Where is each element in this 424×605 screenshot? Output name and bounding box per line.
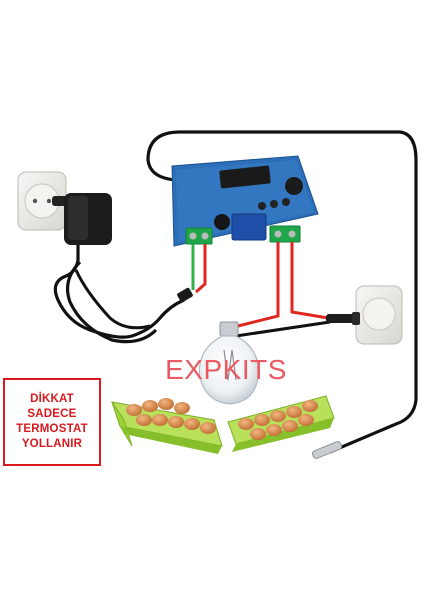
red-wire-plug [290,242,329,320]
brand-watermark: EXPKITS [165,354,287,385]
notice-line: YOLLANIR [21,438,83,450]
red-wire-adapter [195,244,207,294]
power-adapter-icon [52,193,193,344]
notice-line: DİKKAT [30,393,74,405]
egg-tray-icon [111,398,223,454]
egg-tray-icon [227,395,335,452]
notice-box: DİKKAT SADECE TERMOSTAT YOLLANIR [3,378,101,466]
notice-line: SADECE [27,408,77,420]
light-bulb-icon [198,321,260,405]
black-wire-lamp [235,320,331,338]
wall-socket-icon [326,285,403,345]
thermostat-board-icon [171,155,319,247]
temperature-probe-icon [311,441,343,459]
probe-cable [146,130,418,454]
red-wire-lamp [237,242,280,328]
notice-line: TERMOSTAT [16,423,88,435]
